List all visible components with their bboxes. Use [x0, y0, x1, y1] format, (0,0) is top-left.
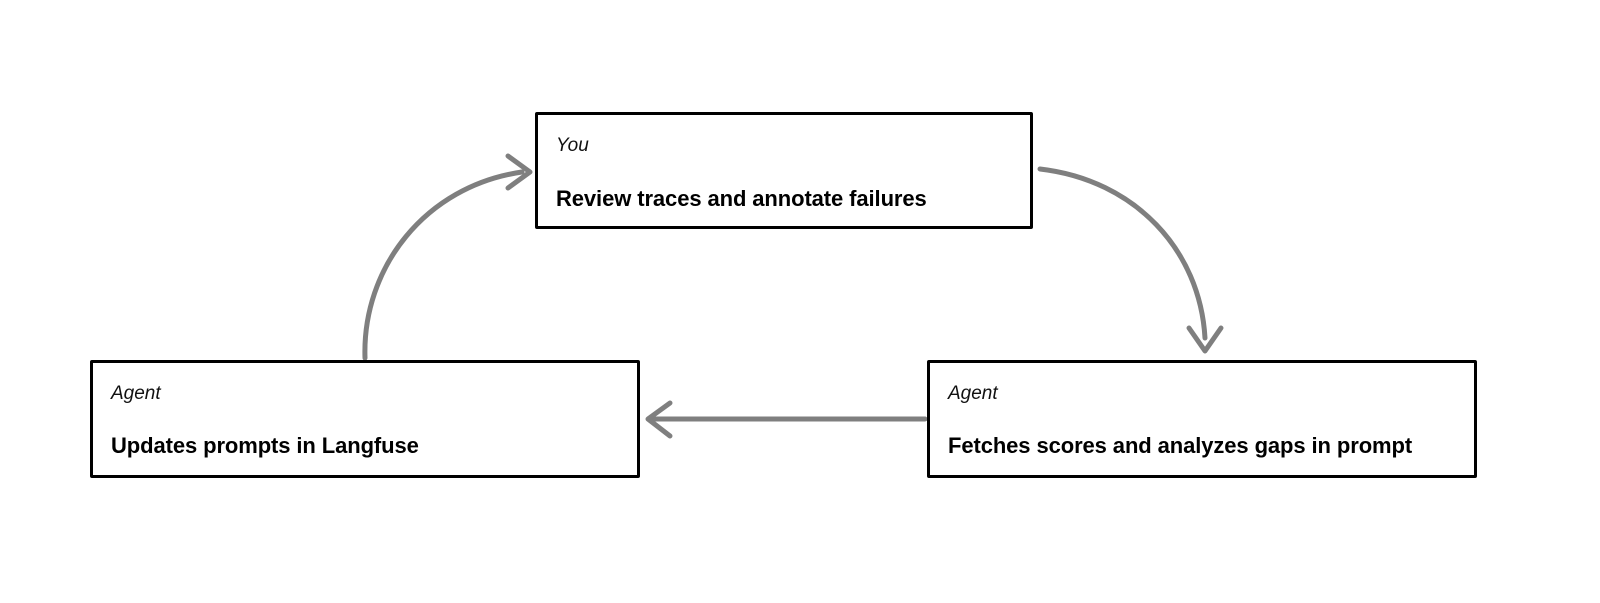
node-review-traces[interactable]: You Review traces and annotate failures: [535, 112, 1033, 229]
node-fetches-title: Fetches scores and analyzes gaps in prom…: [948, 433, 1413, 458]
node-updates-role: Agent: [111, 383, 161, 404]
node-fetches-scores[interactable]: Agent Fetches scores and analyzes gaps i…: [927, 360, 1477, 478]
node-updates-prompts[interactable]: Agent Updates prompts in Langfuse: [90, 360, 640, 478]
node-updates-title: Updates prompts in Langfuse: [111, 433, 419, 458]
edge-update-to-review: [362, 153, 533, 361]
edge-fetch-to-update-arrowhead: [645, 400, 673, 439]
node-review-role: You: [556, 135, 589, 156]
node-review-title: Review traces and annotate failures: [556, 186, 927, 211]
edge-review-to-fetch: [1037, 166, 1224, 354]
edge-update-to-review-arrowhead: [505, 153, 533, 191]
node-fetches-role: Agent: [948, 383, 998, 404]
edge-review-to-fetch-line: [1037, 166, 1208, 341]
edge-review-to-fetch-arrowhead: [1186, 325, 1224, 354]
edge-update-to-review-line: [362, 169, 525, 361]
edge-fetch-to-update: [645, 400, 928, 439]
